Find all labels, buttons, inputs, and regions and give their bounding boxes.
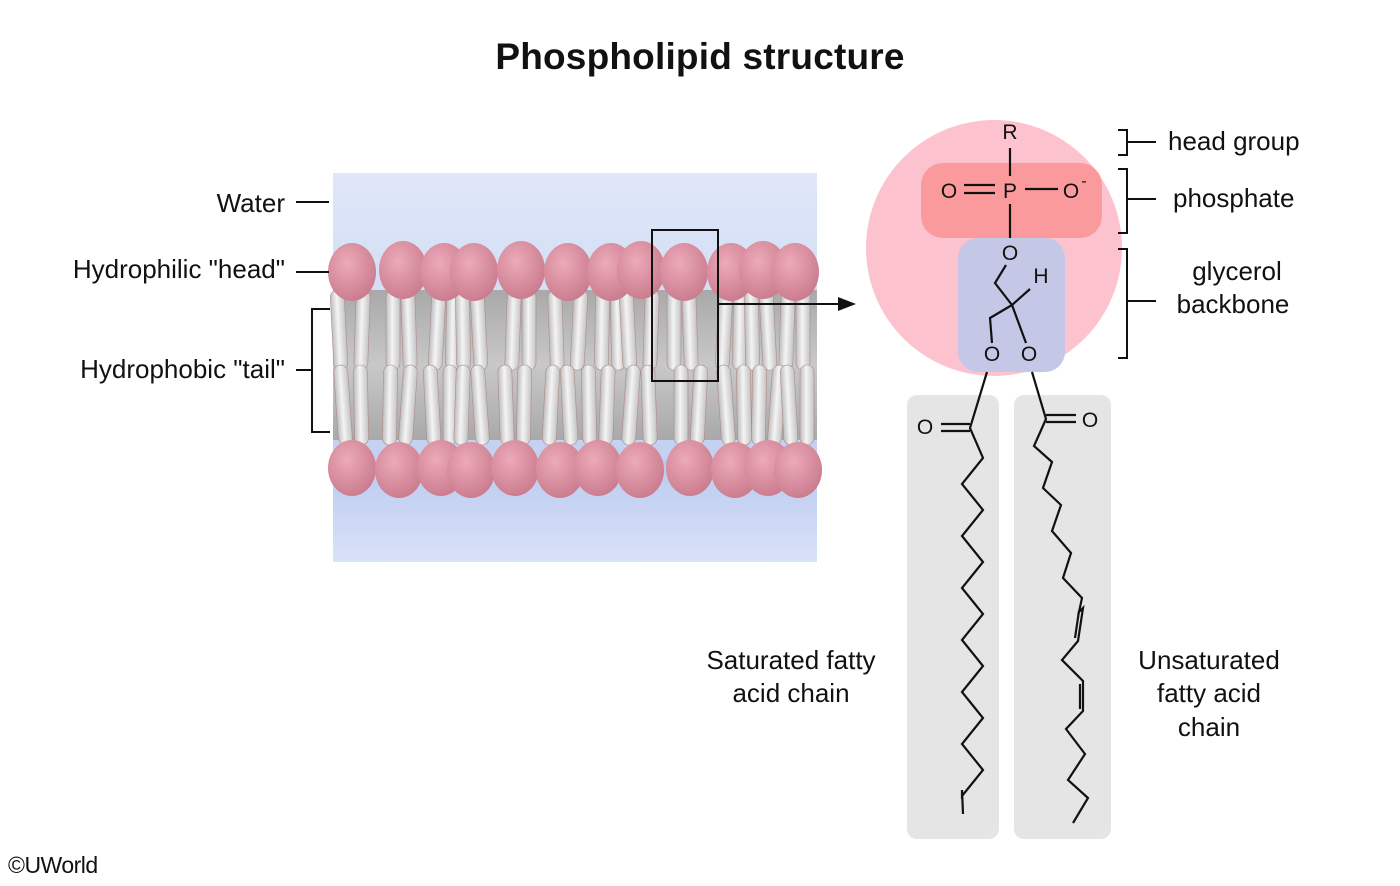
head-upper [450,243,498,301]
label-unsaturated-line1: Unsaturated [1138,645,1280,675]
bilayer-labels: Water Hydrophilic "head" Hydrophobic "ta… [73,188,330,433]
tail-upper [594,289,610,371]
tail-upper [455,289,471,371]
head-lower [536,442,584,498]
tail-lower [559,364,579,446]
tail-lower [799,364,815,446]
tail-lower [382,364,398,446]
tail-upper [778,289,796,371]
tail-upper [666,289,682,371]
tail-upper [642,289,660,371]
label-water: Water [217,188,286,218]
head-upper [379,241,427,299]
lipid-bilayer-illustration [328,173,856,562]
saturated-chain-box [907,395,999,839]
atom-oxygen-minus: O [1063,180,1079,203]
tail-upper [547,289,565,371]
tail-upper [504,289,522,371]
atom-phosphorus: P [1003,180,1017,203]
head-lower [774,442,822,498]
label-glycerol: glycerol [1192,256,1282,286]
tail-lower [497,364,515,446]
head-lower [666,440,714,496]
tail-lower [581,364,597,446]
label-hydrophobic-tail: Hydrophobic "tail" [80,354,285,384]
tail-lower [516,364,532,446]
label-head-group: head group [1168,126,1300,156]
label-hydrophilic-head: Hydrophilic "head" [73,254,285,284]
molecule-labels: head group phosphate glycerol backbone S… [706,126,1299,742]
head-upper [617,241,665,299]
phosphate-box [921,163,1102,238]
head-lower [328,440,376,496]
arrow-head-icon [838,297,856,311]
bracket-phosphate [1118,168,1156,234]
atom-oxygen-double: O [941,180,957,203]
head-upper [660,243,708,301]
head-lower [447,442,495,498]
bond-c-o [1010,304,1028,344]
head-lower [491,440,539,496]
label-backbone: backbone [1177,289,1290,319]
bracket-head-group [1118,129,1156,156]
atom-carbonyl-oxygen-saturated: O [917,416,933,439]
bond-c-h [1011,288,1031,306]
atom-oxygen-sn1: O [984,343,1000,366]
head-upper [328,243,376,301]
tail-lower [736,364,752,446]
tail-upper [400,289,418,371]
tail-lower [598,364,616,446]
atom-r-group: R [1002,121,1017,144]
tail-lower [453,364,471,446]
tail-upper [353,289,371,371]
tail-upper [521,289,537,371]
head-lower [574,440,622,496]
atom-hydrogen: H [1033,265,1048,288]
tail-lower [353,364,369,446]
tail-lower [541,364,561,446]
copyright-notice: ©UWorld [8,852,98,878]
unsaturated-chain-box [1014,395,1111,839]
atom-oxygen-sn2: O [1021,343,1037,366]
tail-lower [621,364,641,446]
tail-lower [640,364,658,446]
atom-carbonyl-oxygen-unsaturated: O [1082,409,1098,432]
tail-upper [681,289,699,371]
label-saturated-line1: Saturated fatty [706,645,875,675]
tail-lower [470,364,490,446]
atom-oxygen-ester: O [1002,242,1018,265]
head-upper [497,241,545,299]
saturated-fatty-acid-chain [960,371,989,815]
cis-double-bond-1 [1073,610,1081,639]
negative-charge: - [1081,173,1086,190]
tail-upper [744,289,760,371]
tail-lower [751,364,767,446]
label-unsaturated-line3: chain [1178,712,1240,742]
bracket-tail [296,308,330,433]
bracket-glycerol [1118,248,1156,359]
phospholipid-molecule: R O P O - O H O O O O [866,120,1122,839]
head-lower [616,442,664,498]
tail-upper [795,289,811,371]
zoom-selection-box [651,229,719,382]
head-upper [771,243,819,301]
head-lower [375,442,423,498]
tail-lower [673,364,689,446]
tail-upper [385,289,401,371]
label-phosphate: phosphate [1173,183,1294,213]
label-saturated-line2: acid chain [732,678,849,708]
diagram-title: Phospholipid structure [495,36,905,77]
label-unsaturated-line2: fatty acid [1157,678,1261,708]
head-upper [544,243,592,301]
